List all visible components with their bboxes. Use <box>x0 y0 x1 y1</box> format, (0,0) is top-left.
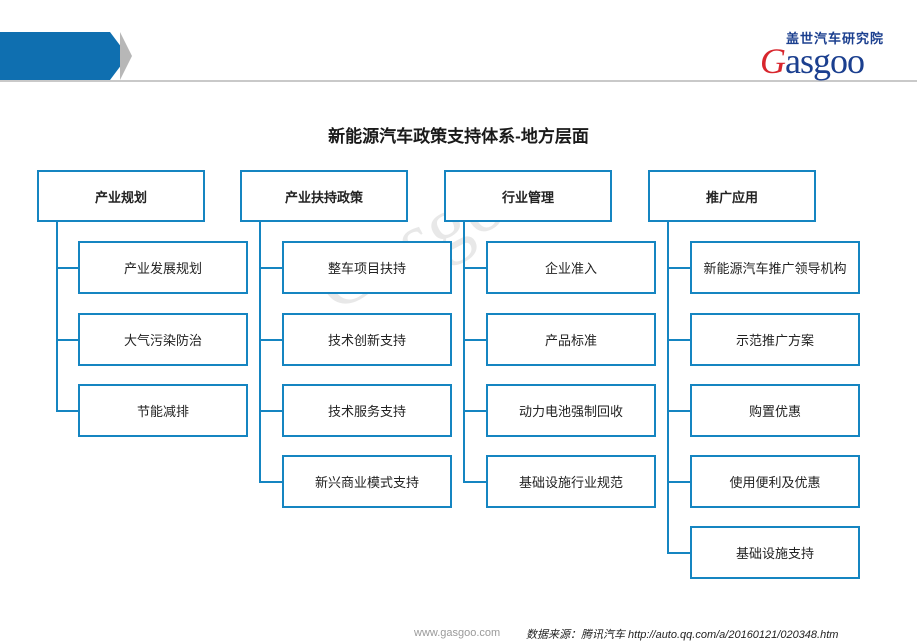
column-header: 产业规划 <box>37 170 205 222</box>
watermark: Gasgoo <box>300 139 552 328</box>
policy-item: 新兴商业模式支持 <box>282 455 452 508</box>
connector-branch <box>259 266 282 269</box>
header-accent-bar <box>0 32 110 80</box>
connector-branch <box>667 409 690 412</box>
connector-trunk <box>56 222 58 412</box>
column-header: 产业扶持政策 <box>240 170 408 222</box>
connector-trunk <box>463 222 465 483</box>
connector-branch <box>463 338 486 341</box>
header-divider <box>0 80 917 82</box>
logo-en-text: Gasgoo <box>760 40 865 82</box>
policy-item: 基础设施支持 <box>690 526 860 579</box>
policy-item: 使用便利及优惠 <box>690 455 860 508</box>
policy-item: 技术服务支持 <box>282 384 452 437</box>
connector-branch <box>667 551 690 554</box>
connector-branch <box>667 480 690 483</box>
logo-en-first: G <box>760 41 786 81</box>
column-header: 推广应用 <box>648 170 816 222</box>
connector-trunk <box>259 222 261 483</box>
connector-branch <box>463 409 486 412</box>
footer-source: 数据来源：腾讯汽车 http://auto.qq.com/a/20160121/… <box>526 629 839 641</box>
header-chevron-gray <box>120 32 132 80</box>
policy-item: 基础设施行业规范 <box>486 455 656 508</box>
footer: www.gasgoo.com 数据来源：腾讯汽车 http://auto.qq.… <box>0 624 917 643</box>
logo-cn-text: 盖世汽车研究院 <box>786 31 885 46</box>
policy-item: 示范推广方案 <box>690 313 860 366</box>
connector-branch <box>56 338 78 341</box>
connector-branch <box>259 480 282 483</box>
policy-item: 产品标准 <box>486 313 656 366</box>
connector-branch <box>56 266 78 269</box>
connector-branch <box>463 266 486 269</box>
diagram-title: 新能源汽车政策支持体系-地方层面 <box>328 127 589 146</box>
policy-item: 企业准入 <box>486 241 656 294</box>
connector-trunk <box>667 222 669 554</box>
gasgoo-logo: 盖世汽车研究院 Gasgoo <box>756 26 906 81</box>
footer-site: www.gasgoo.com <box>414 627 501 639</box>
logo-en-rest: asgoo <box>785 41 865 81</box>
connector-branch <box>259 338 282 341</box>
policy-item: 大气污染防治 <box>78 313 248 366</box>
connector-branch <box>667 338 690 341</box>
policy-item: 整车项目扶持 <box>282 241 452 294</box>
policy-item: 节能减排 <box>78 384 248 437</box>
policy-item: 动力电池强制回收 <box>486 384 656 437</box>
policy-item: 技术创新支持 <box>282 313 452 366</box>
policy-item: 新能源汽车推广领导机构 <box>690 241 860 294</box>
connector-branch <box>56 409 78 412</box>
connector-branch <box>463 480 486 483</box>
policy-item: 购置优惠 <box>690 384 860 437</box>
column-header: 行业管理 <box>444 170 612 222</box>
policy-item: 产业发展规划 <box>78 241 248 294</box>
connector-branch <box>667 266 690 269</box>
connector-branch <box>259 409 282 412</box>
